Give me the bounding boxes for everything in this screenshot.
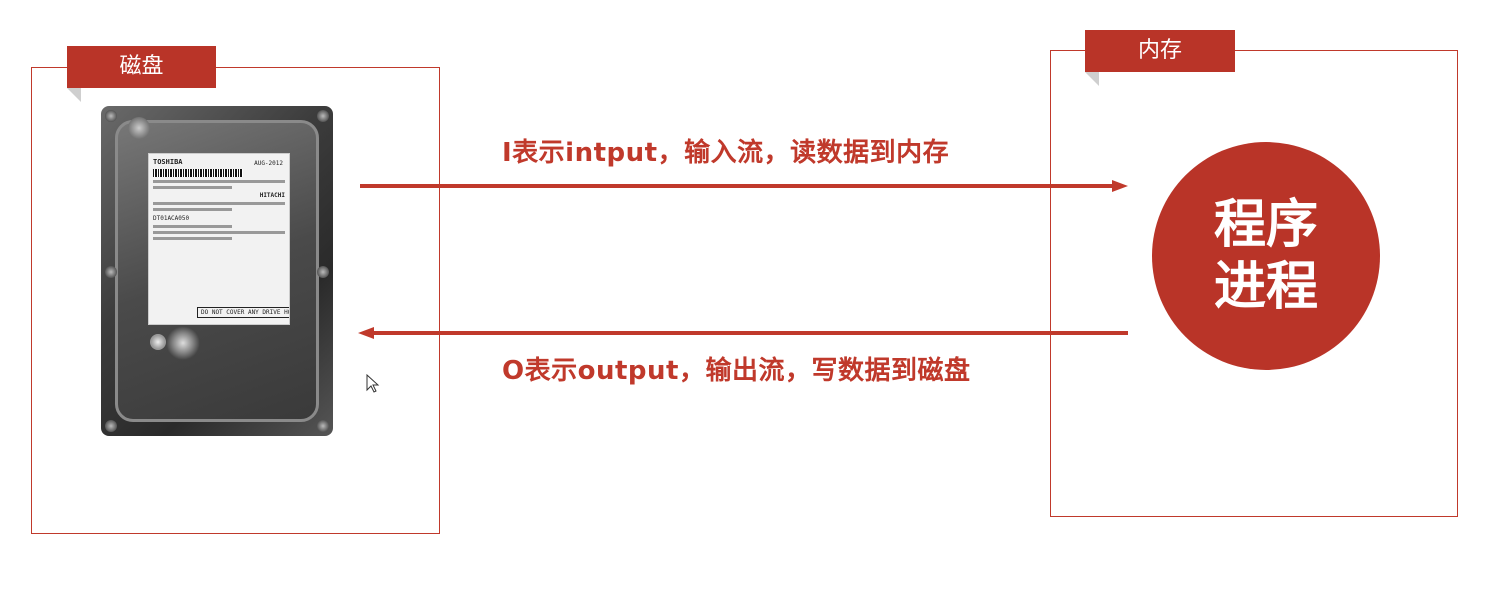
output-flow-label: O表示output，输出流，写数据到磁盘: [502, 350, 970, 387]
output-arrow: [358, 327, 1128, 339]
arrow-left-icon: [358, 327, 374, 339]
input-arrow: [360, 180, 1128, 192]
arrow-right-icon: [1112, 180, 1128, 192]
input-flow-label: I表示intput，输入流，读数据到内存: [502, 132, 949, 169]
mouse-cursor-icon: [366, 374, 380, 394]
